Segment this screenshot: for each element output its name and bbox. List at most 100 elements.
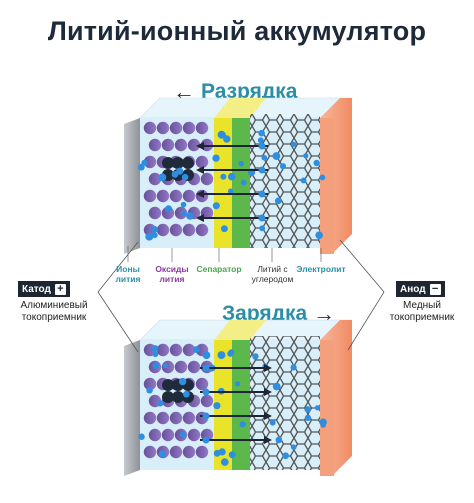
oxide-sphere [156,343,170,357]
lithium-ion-dot [217,351,226,360]
battery-cell-discharge [124,97,352,254]
lithium-ion-dot [192,346,200,353]
lithium-ion-dot [258,129,265,137]
oxide-sphere [187,138,201,152]
lithium-ion-dot [272,152,281,160]
arrow-left-icon: ← [173,79,195,104]
oxide-sphere [182,121,196,135]
oxide-dark-sphere [162,157,174,169]
ion-flow-dot [258,142,266,150]
lithium-ion-dot [223,135,231,143]
oxide-dark-sphere [182,157,194,169]
oxide-sphere [200,172,214,186]
lithium-ion-dot [151,345,159,352]
lithium-ion-dot [239,421,246,428]
oxide-sphere [169,223,183,237]
lithium-ion-dot [261,154,268,161]
charge-label: Зарядка [222,302,308,325]
lithium-ion-dot [275,436,283,444]
ion-flow-arrowhead [196,190,204,198]
label-electrolyte: Электролит [296,264,346,274]
oxide-sphere [182,189,196,203]
oxide-sphere [161,428,175,442]
oxide-sphere [169,411,183,425]
lithium-ion-dot [178,377,187,386]
lithium-ion-dot [320,422,327,428]
charge-heading: Зарядка → [222,302,335,326]
lithium-ion-dot [164,205,173,213]
oxide-sphere [169,121,183,135]
lithium-ion-dot [162,363,168,369]
lithium-ion-dot [272,382,281,391]
oxide-sphere [161,138,175,152]
oxide-sphere [195,155,209,169]
oxide-dark-sphere [162,391,174,403]
separator-yellow [214,340,232,470]
lithium-ion-dot [181,210,187,216]
label-separator: Сепаратор [196,264,242,274]
oxide-sphere [195,121,209,135]
oxide-dark-sphere [172,391,184,403]
oxide-sphere [200,394,214,408]
oxide-sphere [187,428,201,442]
oxide-sphere [148,206,162,220]
oxide-sphere [195,223,209,237]
ion-flow-dot [202,412,210,420]
lithium-ion-dot [180,431,187,438]
oxide-sphere [148,428,162,442]
lithium-ion-dot [220,173,227,180]
lithium-ion-dot [213,402,221,410]
oxide-sphere [182,343,196,357]
cathode-label: Катод [22,283,51,295]
oxide-dark-sphere [172,157,184,169]
lithium-ion-dot [137,163,145,171]
lithium-ion-dot [290,141,297,147]
anode-badge: Анод − [396,281,445,297]
copper-collector-front [320,118,334,254]
lithium-ion-dot [151,232,158,239]
ion-flow-dot [202,388,210,396]
oxide-sphere [195,445,209,459]
lithium-ion-dot [313,159,320,167]
lithium-ion-dot [152,362,160,369]
lithium-ion-dot [290,444,297,450]
oxide-sphere [187,360,201,374]
lithium-ion-dot [220,225,228,233]
copper-collector-label: Медный токоприемник [389,300,455,323]
oxide-sphere [169,445,183,459]
oxide-sphere [174,206,188,220]
lithium-ion-dot [238,160,245,167]
oxide-sphere [143,377,157,391]
copper-collector-front [320,340,334,476]
label-lithium-carbon: Литий с углеродом [251,264,294,284]
lithium-ion-dot [259,225,266,232]
oxide-sphere [169,343,183,357]
ion-flow-arrowhead [264,436,272,444]
plus-icon: + [54,283,66,295]
lithium-ion-dot [212,154,220,162]
lithium-ion-dot [227,188,234,195]
lithium-ion-dot [176,167,184,175]
lithium-ion-dot [202,351,211,360]
oxide-sphere [182,411,196,425]
ion-flow-dot [202,364,210,372]
page-title: Литий-ионный аккумулятор [47,16,427,46]
lithium-ion-dot [213,449,221,457]
oxide-sphere [156,121,170,135]
lithium-ion-dot [220,458,229,466]
ion-flow-arrowhead [264,364,272,372]
lithium-ion-dot [183,390,190,398]
ion-flow-dot [258,166,266,174]
lithium-ion-dot [303,153,309,159]
ion-flow-arrowhead [196,166,204,174]
lithium-ion-dot [282,452,290,460]
separator-yellow [214,118,232,248]
ion-flow-arrowhead [196,142,204,150]
lithium-ion-dot [304,414,312,422]
oxide-sphere [148,172,162,186]
oxide-sphere [156,223,170,237]
oxide-sphere [143,445,157,459]
battery-cell-charge [124,319,352,476]
oxide-sphere [156,189,170,203]
ion-flow-arrowhead [264,388,272,396]
